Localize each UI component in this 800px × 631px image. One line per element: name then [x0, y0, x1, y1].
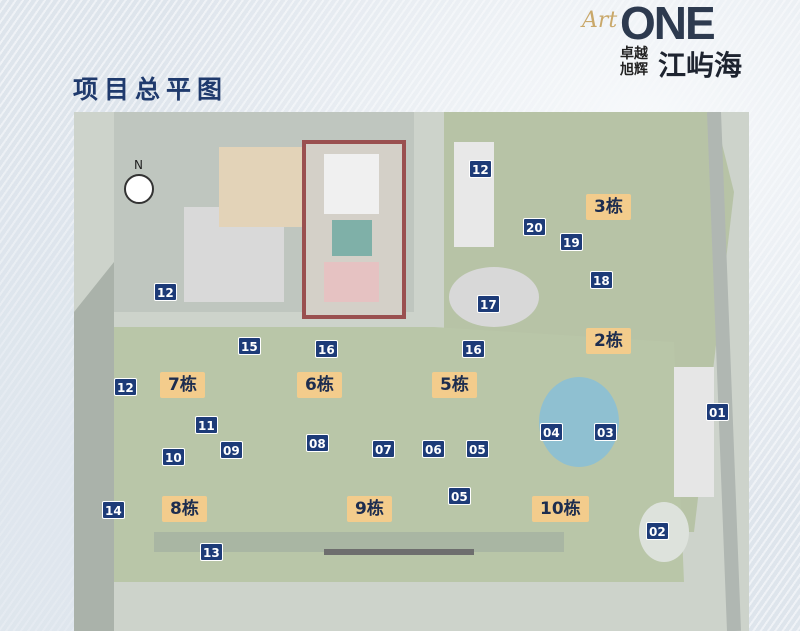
brand-art: Art: [582, 8, 618, 33]
marker-14: 14: [102, 501, 125, 519]
building-5: 5栋: [432, 372, 477, 398]
marker-19: 19: [560, 233, 583, 251]
building-10: 10栋: [532, 496, 589, 522]
site-plan-drawing: [74, 112, 749, 631]
building-9: 9栋: [347, 496, 392, 522]
marker-04: 04: [540, 423, 563, 441]
marker-11: 11: [195, 416, 218, 434]
marker-16-west: 16: [315, 340, 338, 358]
brand-project: 江屿海: [658, 49, 743, 82]
building-7: 7栋: [160, 372, 205, 398]
marker-18: 18: [590, 271, 613, 289]
marker-08: 08: [306, 434, 329, 452]
building-2: 2栋: [586, 328, 631, 354]
marker-12-north: 12: [469, 160, 492, 178]
compass: N: [120, 158, 160, 208]
marker-06: 06: [422, 440, 445, 458]
marker-02: 02: [646, 522, 669, 540]
marker-12-southwest: 12: [114, 378, 137, 396]
marker-09: 09: [220, 441, 243, 459]
marker-15: 15: [238, 337, 261, 355]
compass-icon: [124, 174, 154, 204]
site-plan-map: [74, 112, 749, 631]
brand-developer: 卓越旭辉: [620, 46, 648, 78]
building-3: 3栋: [586, 194, 631, 220]
marker-12-west: 12: [154, 283, 177, 301]
building-6: 6栋: [297, 372, 342, 398]
marker-07: 07: [372, 440, 395, 458]
brand-logo: Art ONE 卓越旭辉 江屿海: [560, 0, 780, 82]
page-title: 项目总平图: [73, 75, 229, 104]
marker-05-north: 05: [466, 440, 489, 458]
compass-label: N: [134, 158, 143, 172]
marker-03: 03: [594, 423, 617, 441]
marker-20: 20: [523, 218, 546, 236]
marker-10: 10: [162, 448, 185, 466]
marker-01: 01: [706, 403, 729, 421]
marker-16-east: 16: [462, 340, 485, 358]
marker-05-south: 05: [448, 487, 471, 505]
brand-name: ONE: [620, 0, 716, 49]
marker-17: 17: [477, 295, 500, 313]
marker-13: 13: [200, 543, 223, 561]
building-8: 8栋: [162, 496, 207, 522]
